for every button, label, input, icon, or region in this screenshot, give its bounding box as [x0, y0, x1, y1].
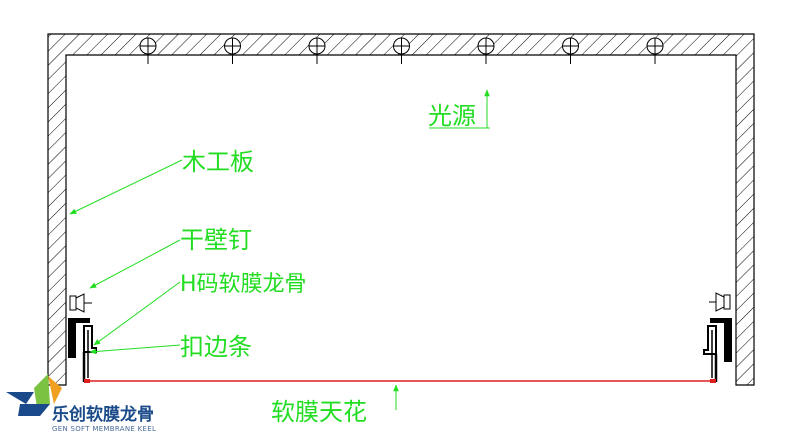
left-h-keel-icon	[68, 318, 97, 382]
left-keel-assembly	[68, 293, 97, 382]
light-fixture-icon	[308, 37, 326, 64]
leader-h-keel	[93, 281, 181, 346]
right-h-keel-icon	[703, 318, 732, 382]
label-drywall-nail: 干壁钉	[180, 226, 252, 254]
leader-edge-strip	[89, 344, 181, 355]
label-soft-film-ceiling: 软膜天花	[271, 398, 367, 426]
light-fixture-icon	[224, 37, 241, 64]
light-source-row	[139, 37, 664, 64]
label-wood-board: 木工板	[182, 148, 254, 176]
logo-name-cn: 乐创软膜龙骨	[52, 404, 154, 425]
logo-mark-icon	[6, 374, 62, 416]
wall-structure	[47, 33, 755, 386]
label-light-source: 光源	[428, 102, 476, 130]
right-keel-assembly	[703, 292, 732, 382]
light-fixture-icon	[477, 37, 495, 64]
left-drywall-nail-icon	[69, 293, 92, 313]
light-fixture-icon	[393, 37, 410, 64]
light-fixture-icon	[646, 37, 664, 64]
right-drywall-nail-icon	[709, 292, 731, 312]
light-fixture-icon	[139, 37, 157, 64]
logo-name-en: GEN SOFT MEMBRANE KEEL	[52, 425, 156, 433]
leader-drywall-nail	[89, 239, 181, 289]
brand-logo: 乐创软膜龙骨 GEN SOFT MEMBRANE KEEL	[6, 374, 156, 433]
light-fixture-icon	[562, 37, 579, 64]
leader-lines	[69, 89, 490, 410]
label-edge-strip: 扣边条	[180, 333, 252, 361]
label-h-keel: H码软膜龙骨	[180, 272, 307, 297]
leader-wood-board	[69, 159, 183, 215]
